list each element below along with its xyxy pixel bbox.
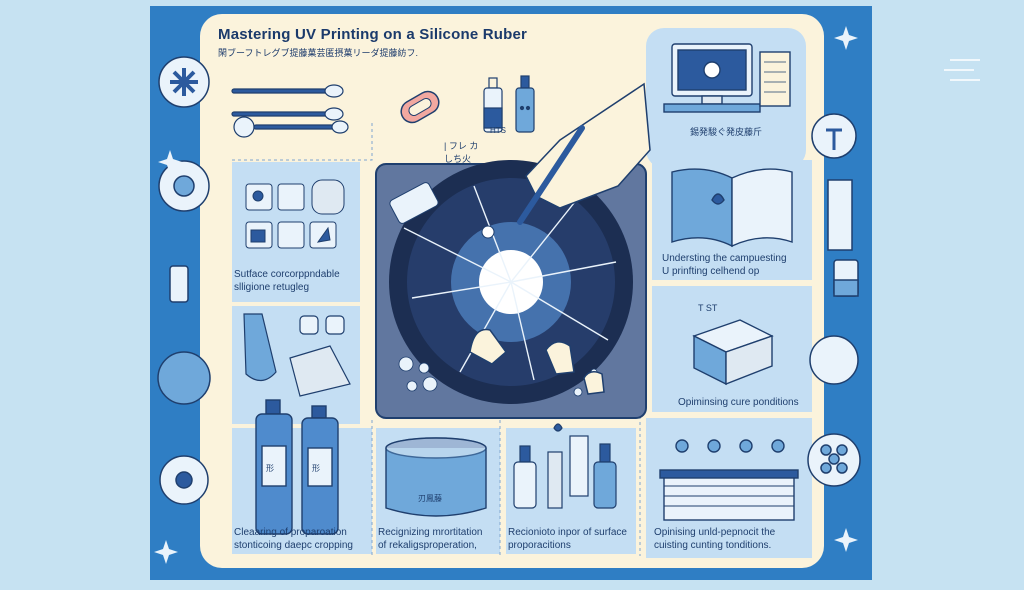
container-label: 刃鳳藤 [418,494,442,503]
heater-icon [659,439,799,521]
label-reconcile: Recionioto inpor of surface proporacitio… [508,527,627,551]
print-board [375,160,647,419]
label-recognizing: Recignizing mrortitation of rekaligsprop… [378,527,483,551]
chip-icon [245,179,345,249]
page-title: Mastering UV Printing on a Silicone Rube… [218,26,528,43]
bottle-label-1: 形 [266,464,274,473]
sparkle-icon [154,26,858,564]
label-cleaning: Cleaaring of proparoation stonticoing da… [234,527,353,551]
clock-icon [809,335,859,385]
tube-icon [169,265,189,303]
dropper-icon [513,423,617,509]
book-icon [671,168,793,248]
ruler-icon [827,179,853,251]
monitor-caption: 錫発駿ぐ発皮藤斤 [690,127,763,137]
hts-label: HTS [490,126,506,135]
pen-icon [517,125,585,225]
container-icon [385,437,487,517]
decorative-lines [944,59,980,81]
page-subtitle: 閑ブーフトレグブ提藤菓芸匿摂菓リーダ提藤紡フ. [218,48,418,58]
hand-icon [469,82,651,395]
monitor-icon [663,43,791,113]
curing-unit-icon [692,319,774,386]
large-bottle-icon [255,399,339,535]
glove-icon [243,313,351,397]
pen-note: | フレ カ しち火 [444,141,479,164]
tools-icon [231,84,349,138]
cartridge-icon [389,182,439,224]
bottle-icon [483,75,535,133]
disc-icon [157,351,211,405]
label-surface: Sutface corcorppndable slligione retugle… [234,269,340,293]
label-curing: Opiminsing cure ponditions [678,397,799,408]
label-understanding: Understing the campuesting U prinfting c… [662,253,787,277]
label-optimizing: Opinising unld-pepnocit the cuisting cun… [654,527,776,551]
bottle-label-2: 形 [312,464,320,473]
clip-icon [400,90,440,124]
uv-rays [403,185,617,381]
curing-note: T ST [698,303,718,313]
